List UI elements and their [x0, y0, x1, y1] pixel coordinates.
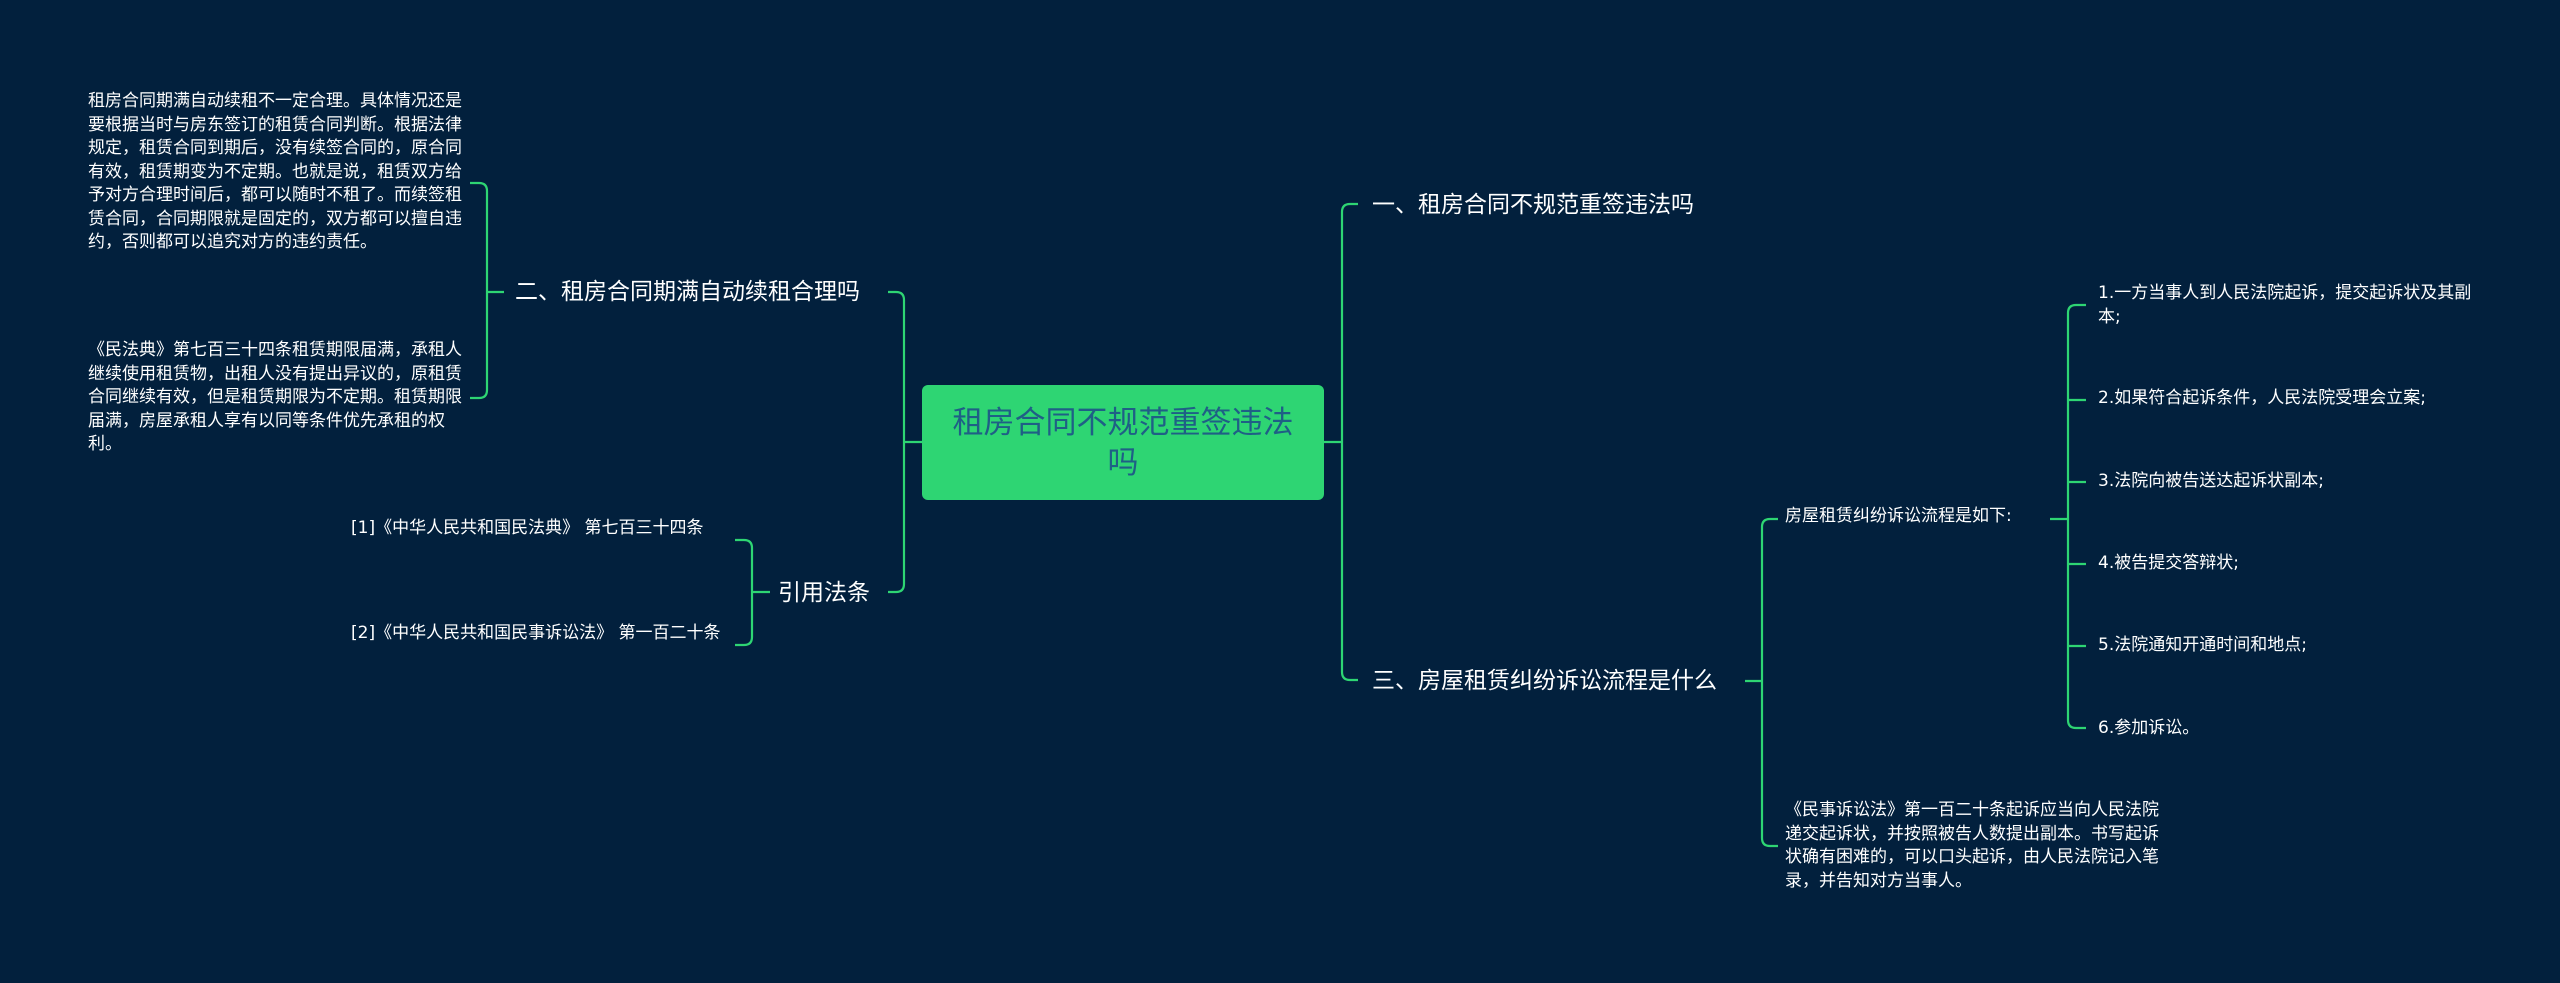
- connector-b2-spine: [470, 181, 489, 400]
- process-step-3[interactable]: 3.法院向被告送达起诉状副本;: [2098, 470, 2324, 494]
- process-step-2[interactable]: 2.如果符合起诉条件，人民法院受理会立案;: [2098, 387, 2518, 411]
- branch-left-2[interactable]: 二、租房合同期满自动续租合理吗: [515, 277, 860, 307]
- civil-code-article-734-note-text: 《民法典》第七百三十四条租赁期限届满，承租人继续使用租赁物，出租人没有提出异议的…: [88, 340, 462, 454]
- connector-right-spine: [1340, 202, 1358, 682]
- connector-b3-spine: [1760, 517, 1778, 848]
- process-step-2-text: 2.如果符合起诉条件，人民法院受理会立案;: [2098, 388, 2426, 408]
- cited-law-2-text: [2]《中华人民共和国民事诉讼法》 第一百二十条: [351, 623, 721, 643]
- subtopic-litigation-process[interactable]: 房屋租赁纠纷诉讼流程是如下:: [1785, 505, 2012, 529]
- process-step-5[interactable]: 5.法院通知开通时间和地点;: [2098, 634, 2307, 658]
- connector-process-spine: [2066, 303, 2086, 730]
- branch-right-3[interactable]: 三、房屋租赁纠纷诉讼流程是什么: [1372, 666, 1717, 696]
- branch-right-1-label: 一、租房合同不规范重签违法吗: [1372, 192, 1694, 218]
- civil-code-article-734-note[interactable]: 《民法典》第七百三十四条租赁期限届满，承租人继续使用租赁物，出租人没有提出异议的…: [88, 339, 466, 457]
- process-step-1[interactable]: 1.一方当事人到人民法院起诉，提交起诉状及其副本;: [2098, 282, 2474, 329]
- root-topic[interactable]: 租房合同不规范重签违法吗: [922, 385, 1324, 500]
- cited-law-1-text: [1]《中华人民共和国民法典》 第七百三十四条: [351, 518, 704, 538]
- branch-right-1[interactable]: 一、租房合同不规范重签违法吗: [1372, 190, 1694, 220]
- civil-procedure-law-note[interactable]: 《民事诉讼法》第一百二十条起诉应当向人民法院递交起诉状，并按照被告人数提出副本。…: [1785, 799, 2165, 893]
- civil-procedure-law-note-text: 《民事诉讼法》第一百二十条起诉应当向人民法院递交起诉状，并按照被告人数提出副本。…: [1785, 800, 2159, 891]
- process-step-1-text: 1.一方当事人到人民法院起诉，提交起诉状及其副本;: [2098, 283, 2472, 327]
- process-step-4[interactable]: 4.被告提交答辩状;: [2098, 552, 2239, 576]
- cited-law-1[interactable]: [1]《中华人民共和国民法典》 第七百三十四条: [351, 517, 721, 541]
- process-step-6[interactable]: 6.参加诉讼。: [2098, 717, 2199, 741]
- branch-left-2-label: 二、租房合同期满自动续租合理吗: [515, 279, 860, 305]
- process-step-4-text: 4.被告提交答辩状;: [2098, 553, 2239, 573]
- subtopic-litigation-process-label: 房屋租赁纠纷诉讼流程是如下:: [1785, 506, 2012, 526]
- process-step-5-text: 5.法院通知开通时间和地点;: [2098, 635, 2307, 655]
- auto-renewal-explanation[interactable]: 租房合同期满自动续租不一定合理。具体情况还是要根据当时与房东签订的租赁合同判断。…: [88, 90, 466, 255]
- cited-law-2[interactable]: [2]《中华人民共和国民事诉讼法》 第一百二十条: [351, 622, 721, 646]
- branch-cited-laws[interactable]: 引用法条: [778, 578, 870, 608]
- root-topic-label: 租房合同不规范重签违法吗: [952, 404, 1294, 481]
- branch-cited-laws-label: 引用法条: [778, 580, 870, 606]
- process-step-6-text: 6.参加诉讼。: [2098, 718, 2200, 738]
- process-step-3-text: 3.法院向被告送达起诉状副本;: [2098, 471, 2324, 491]
- connector-left-spine: [888, 290, 906, 594]
- auto-renewal-explanation-text: 租房合同期满自动续租不一定合理。具体情况还是要根据当时与房东签订的租赁合同判断。…: [88, 91, 462, 252]
- connector-cited-spine: [735, 538, 754, 647]
- branch-right-3-label: 三、房屋租赁纠纷诉讼流程是什么: [1372, 668, 1717, 694]
